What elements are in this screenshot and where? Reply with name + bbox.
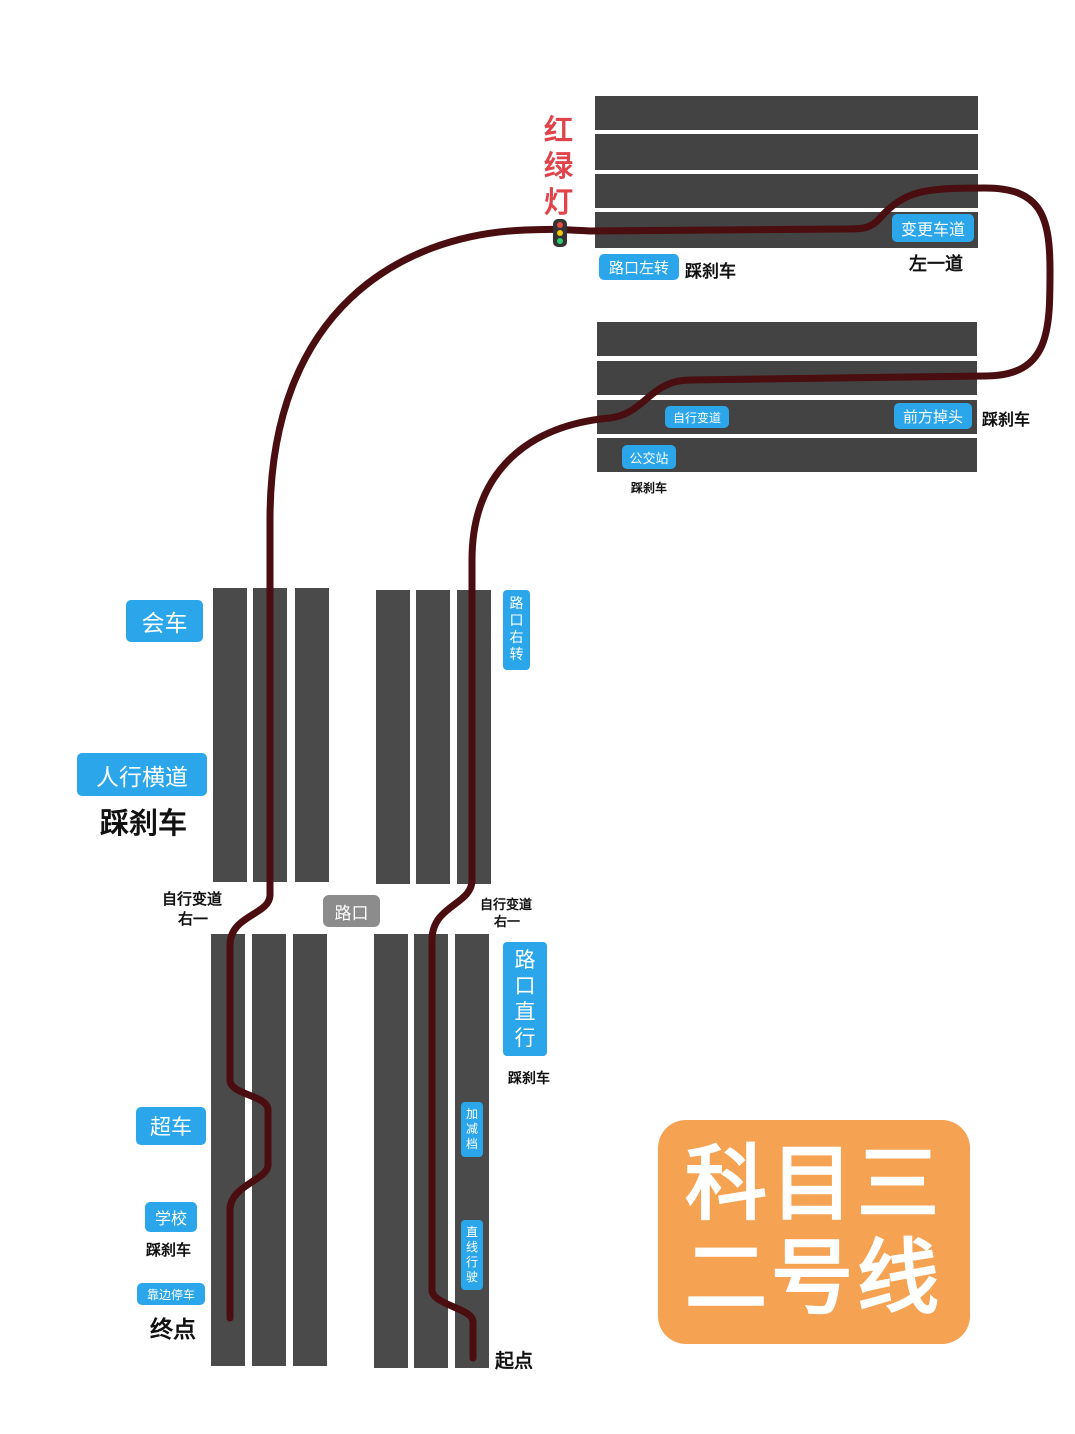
u-turn-brake: 踩刹车	[982, 410, 1031, 429]
shift-char-1: 加	[465, 1107, 478, 1121]
middle-road-lane-1	[597, 322, 977, 356]
bus-stop-tag: 公交站	[622, 445, 676, 469]
left-turn-tag: 路口左转	[599, 254, 679, 280]
left-one-lane-label: 左一道	[909, 254, 963, 275]
crosswalk-brake: 踩刹车	[100, 806, 188, 840]
u-turn-tag: 前方掉头	[894, 403, 972, 429]
top-road-lane-2	[595, 134, 978, 170]
traffic-light-icon	[553, 219, 567, 247]
straight-char-1: 路	[514, 948, 536, 972]
traffic-light-char-3: 灯	[544, 185, 574, 219]
crosswalk-tag: 人行横道	[77, 753, 207, 796]
straight-tag: 路 口 直 行	[503, 942, 547, 1056]
upper-left-lane-1	[213, 588, 247, 882]
straight-drive-char-2: 线	[465, 1240, 478, 1254]
traffic-light-label: 红 绿 灯	[544, 112, 573, 220]
shift-gear-tag: 加 减 档	[461, 1102, 483, 1157]
intersection-tag: 路口	[323, 895, 380, 927]
pull-over-tag: 靠边停车	[137, 1283, 205, 1305]
bus-stop-brake: 踩刹车	[631, 481, 668, 495]
school-tag: 学校	[145, 1202, 197, 1232]
self-change-lane-tag-top: 自行变道	[665, 406, 729, 428]
right-turn-char-3: 右	[509, 630, 524, 646]
overtake-tag: 超车	[136, 1107, 206, 1145]
title-line-2: 二号线	[684, 1231, 943, 1326]
left-turn-brake: 踩刹车	[685, 262, 736, 282]
self-change-left-line-1: 自行变道	[162, 890, 223, 908]
straight-drive-char-3: 行	[465, 1255, 478, 1269]
traffic-light-char-2: 绿	[544, 149, 574, 183]
right-turn-char-4: 转	[509, 647, 524, 663]
upper-right-lane-2	[416, 590, 450, 884]
self-change-right-line-1: 自行变道	[480, 898, 533, 913]
start-point-label: 起点	[495, 1350, 534, 1372]
top-road-lane-1	[595, 96, 978, 130]
lower-left-lane-3	[293, 934, 327, 1366]
shift-char-2: 减	[465, 1122, 478, 1136]
straight-char-2: 口	[514, 974, 536, 998]
school-brake: 踩刹车	[146, 1241, 192, 1259]
straight-brake: 踩刹车	[508, 1071, 550, 1087]
straight-drive-tag: 直 线 行 驶	[461, 1220, 483, 1290]
upper-left-lane-3	[295, 588, 329, 882]
change-lane-tag: 变更车道	[892, 214, 974, 242]
self-change-right-line-2: 右一	[494, 915, 521, 930]
title-card: 科目三 二号线	[658, 1120, 970, 1344]
self-change-left-line-2: 右一	[178, 910, 209, 928]
end-point-label: 终点	[150, 1317, 196, 1343]
right-turn-char-2: 口	[509, 613, 524, 629]
traffic-light-char-1: 红	[544, 113, 574, 147]
shift-char-3: 档	[465, 1137, 478, 1151]
straight-char-3: 直	[514, 1000, 536, 1024]
right-turn-tag: 路 口 右 转	[503, 590, 530, 670]
title-line-1: 科目三	[684, 1137, 943, 1232]
upper-right-lane-1	[376, 590, 410, 884]
straight-drive-char-4: 驶	[465, 1270, 478, 1284]
route-line	[226, 184, 1054, 1362]
meeting-tag: 会车	[126, 600, 203, 642]
straight-drive-char-1: 直	[465, 1225, 478, 1239]
straight-char-4: 行	[514, 1026, 536, 1050]
right-turn-char-1: 路	[509, 596, 524, 612]
lower-right-lane-1	[374, 934, 408, 1368]
